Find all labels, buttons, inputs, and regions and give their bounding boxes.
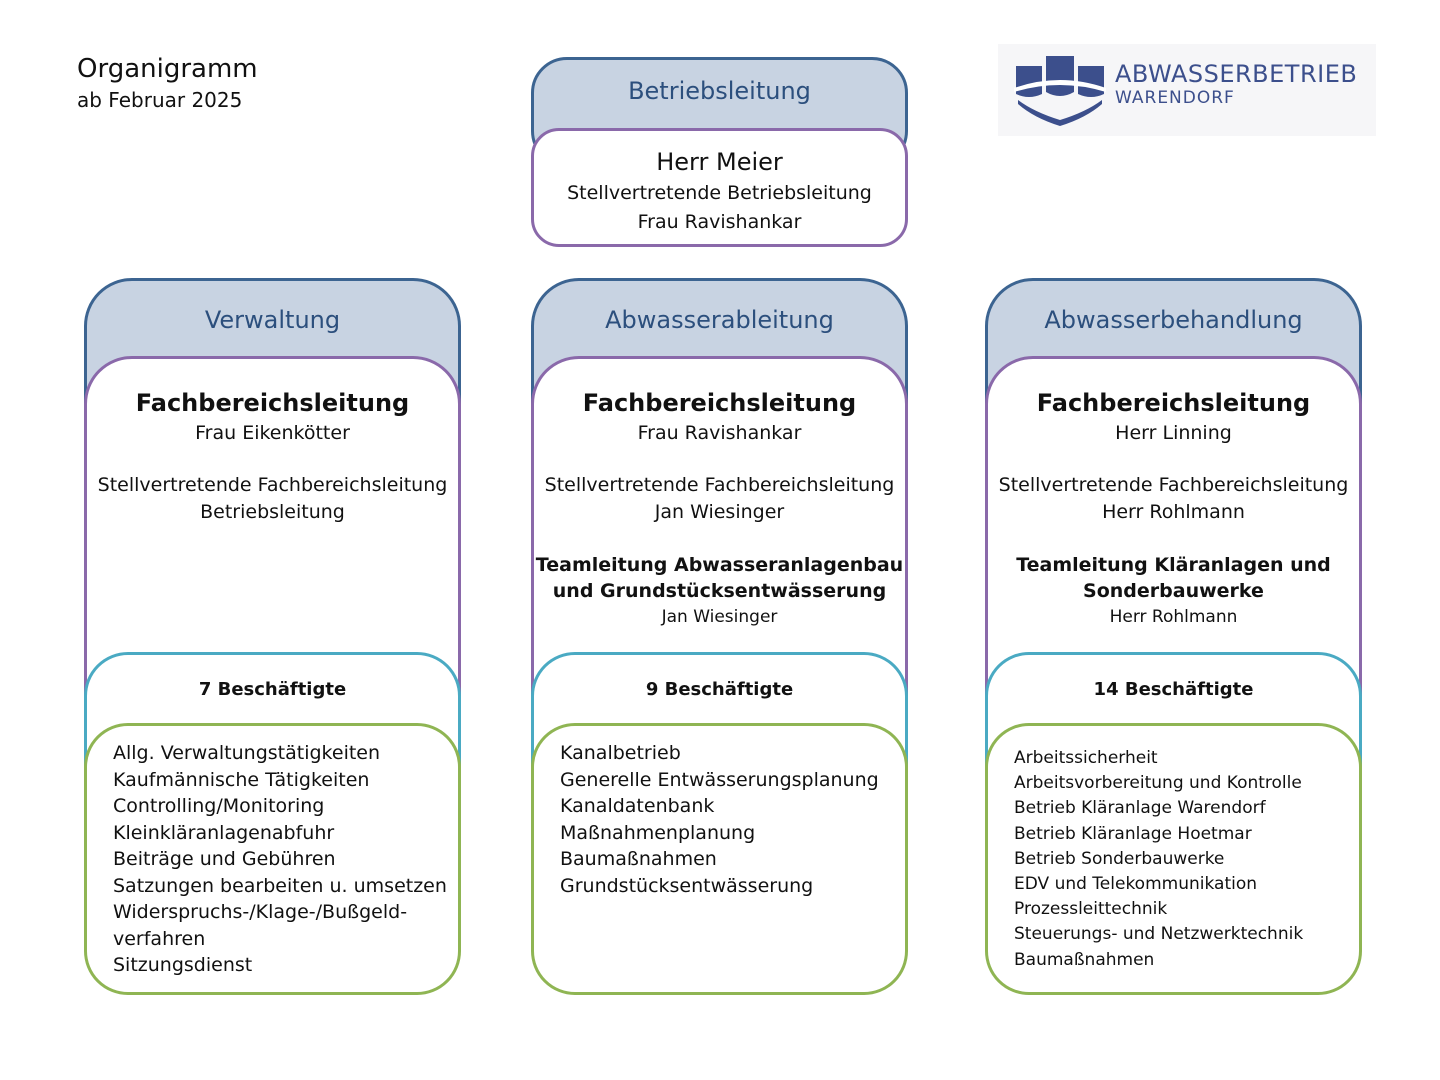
abwasserableitung-title: Abwasserableitung bbox=[605, 306, 834, 334]
verwaltung-tasks-card: Allg. Verwaltungstätigkeiten Kaufmännisc… bbox=[84, 723, 461, 995]
abwasserbehandlung-lead-label: Fachbereichsleitung bbox=[1036, 389, 1311, 417]
abwasserbehandlung-task-list: Arbeitssicherheit Arbeitsvorbereitung un… bbox=[1014, 746, 1349, 973]
betriebsleitung-head: Herr Meier bbox=[656, 148, 783, 176]
logo-name: ABWASSERBETRIEB bbox=[1115, 60, 1358, 88]
abwasserbehandlung-tasks-card: Arbeitssicherheit Arbeitsvorbereitung un… bbox=[985, 723, 1362, 995]
verwaltung-employees: 7 Beschäftigte bbox=[198, 679, 347, 700]
title-block: Organigramm ab Februar 2025 bbox=[77, 52, 258, 114]
task-item: Steuerungs- und Netzwerktechnik bbox=[1014, 924, 1304, 945]
task-item: Kleinkläranlagenabfuhr bbox=[113, 821, 335, 844]
abwasserableitung-lead: Frau Ravishankar bbox=[637, 422, 802, 444]
abwasserbehandlung-lead: Herr Linning bbox=[1115, 422, 1232, 444]
abwasserableitung-task-list: Kanalbetrieb Generelle Entwässerungsplan… bbox=[560, 740, 895, 899]
task-item: verfahren bbox=[113, 927, 206, 950]
task-item: Controlling/Monitoring bbox=[113, 795, 325, 817]
abwasserableitung-team-label-2: und Grundstücksentwässerung bbox=[552, 580, 887, 602]
abwasserbehandlung-employees: 14 Beschäftigte bbox=[1093, 679, 1254, 700]
verwaltung-title: Verwaltung bbox=[204, 306, 341, 334]
task-item: Betrieb Kläranlage Warendorf bbox=[1014, 798, 1266, 819]
abwasserbehandlung-team-lead: Herr Rohlmann bbox=[1109, 607, 1238, 627]
company-logo: ABWASSERBETRIEB WARENDORF bbox=[998, 44, 1376, 136]
abwasserableitung-employees: 9 Beschäftigte bbox=[645, 679, 794, 700]
task-item: Widerspruchs-/Klage-/Bußgeld- bbox=[113, 901, 408, 923]
verwaltung-task-list: Allg. Verwaltungstätigkeiten Kaufmännisc… bbox=[113, 740, 448, 979]
abwasserableitung-team-lead: Jan Wiesinger bbox=[661, 607, 778, 627]
task-item: Baumaßnahmen bbox=[1014, 949, 1155, 970]
abwasserbehandlung-deputy: Herr Rohlmann bbox=[1102, 501, 1245, 523]
task-item: Baumaßnahmen bbox=[560, 848, 717, 870]
betriebsleitung-card: Herr Meier Stellvertretende Betriebsleit… bbox=[531, 128, 908, 247]
page-title: Organigramm bbox=[77, 54, 258, 84]
shield-wave-logo-icon bbox=[1014, 56, 1106, 126]
abwasserbehandlung-team-label-1: Teamleitung Kläranlagen und bbox=[1016, 554, 1331, 576]
task-item: Kaufmännische Tätigkeiten bbox=[113, 768, 370, 791]
task-item: Prozessleittechnik bbox=[1014, 899, 1168, 920]
betriebsleitung-title: Betriebsleitung bbox=[628, 77, 811, 105]
verwaltung-deputy: Betriebsleitung bbox=[200, 501, 345, 523]
task-item: Arbeitsvorbereitung und Kontrolle bbox=[1014, 773, 1302, 794]
task-item: Generelle Entwässerungsplanung bbox=[560, 768, 879, 791]
task-item: Arbeitssicherheit bbox=[1014, 748, 1158, 768]
task-item: Beiträge und Gebühren bbox=[113, 848, 336, 870]
verwaltung-lead: Frau Eikenkötter bbox=[195, 422, 350, 444]
task-item: EDV und Telekommunikation bbox=[1014, 874, 1258, 895]
task-item: Grundstücksentwässerung bbox=[560, 874, 814, 897]
task-item: Betrieb Kläranlage Hoetmar bbox=[1014, 823, 1252, 844]
abwasserableitung-team-label-1: Teamleitung Abwasseranlagenbau bbox=[535, 554, 904, 576]
abwasserbehandlung-deputy-label: Stellvertretende Fachbereichsleitung bbox=[998, 474, 1349, 496]
task-item: Allg. Verwaltungstätigkeiten bbox=[113, 742, 381, 764]
abwasserbehandlung-title: Abwasserbehandlung bbox=[1044, 306, 1303, 334]
task-item: Kanaldatenbank bbox=[560, 795, 715, 817]
task-item: Kanalbetrieb bbox=[560, 742, 681, 764]
task-item: Sitzungsdienst bbox=[113, 954, 253, 976]
abwasserableitung-lead-label: Fachbereichsleitung bbox=[582, 389, 857, 417]
abwasserbehandlung-team-label-2: Sonderbauwerke bbox=[1083, 580, 1264, 602]
logo-subtitle: WARENDORF bbox=[1115, 88, 1235, 108]
abwasserableitung-deputy-label: Stellvertretende Fachbereichsleitung bbox=[544, 474, 895, 496]
abwasserableitung-tasks-card: Kanalbetrieb Generelle Entwässerungsplan… bbox=[531, 723, 908, 995]
page-subtitle: ab Februar 2025 bbox=[77, 88, 243, 112]
verwaltung-lead-label: Fachbereichsleitung bbox=[135, 389, 410, 417]
task-item: Satzungen bearbeiten u. umsetzen bbox=[113, 874, 447, 897]
abwasserableitung-deputy: Jan Wiesinger bbox=[654, 501, 785, 523]
task-item: Betrieb Sonderbauwerke bbox=[1014, 848, 1225, 869]
betriebsleitung-deputy-label: Stellvertretende Betriebsleitung bbox=[567, 182, 872, 204]
task-item: Maßnahmenplanung bbox=[560, 821, 756, 844]
betriebsleitung-deputy: Frau Ravishankar bbox=[637, 211, 802, 233]
verwaltung-deputy-label: Stellvertretende Fachbereichsleitung bbox=[97, 474, 448, 496]
